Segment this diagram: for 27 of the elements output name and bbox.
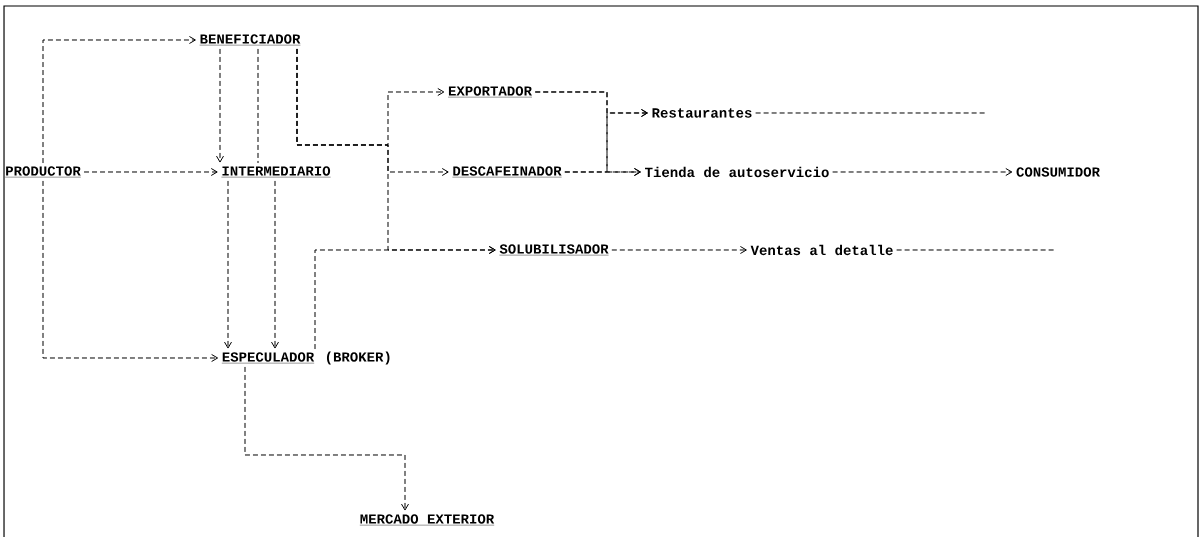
node-label: DESCAFEINADOR — [452, 166, 562, 178]
node-label: Tienda de autoservicio — [645, 166, 829, 178]
arrow — [564, 168, 641, 176]
arrow — [314, 246, 496, 350]
connector-line — [896, 249, 1056, 251]
arrow — [832, 168, 1013, 176]
node-label: ESPECULADOR — [221, 352, 315, 364]
arrow — [611, 246, 747, 254]
arrow — [216, 48, 224, 163]
node-label: INTERMEDIARIO — [221, 166, 331, 178]
node-note: (BROKER) — [326, 351, 390, 365]
node-label: CONSUMIDOR — [1016, 167, 1100, 177]
arrow — [244, 366, 409, 511]
arrow — [271, 180, 279, 349]
arrow — [42, 36, 196, 164]
connector-line — [755, 112, 986, 114]
node-label: Ventas al detalle — [750, 244, 893, 256]
node-label: SOLUBILISADOR — [499, 244, 609, 256]
node-label: EXPORTADOR — [447, 86, 533, 98]
arrow — [42, 180, 219, 362]
connector-line — [257, 48, 259, 164]
arrow — [83, 168, 218, 176]
node-label: PRODUCTOR — [5, 166, 81, 178]
arrow — [224, 180, 232, 349]
node-label: MERCADO EXTERIOR — [359, 514, 495, 526]
node-label: BENEFICIADOR — [199, 34, 301, 46]
node-label: Restaurantes — [652, 108, 752, 118]
